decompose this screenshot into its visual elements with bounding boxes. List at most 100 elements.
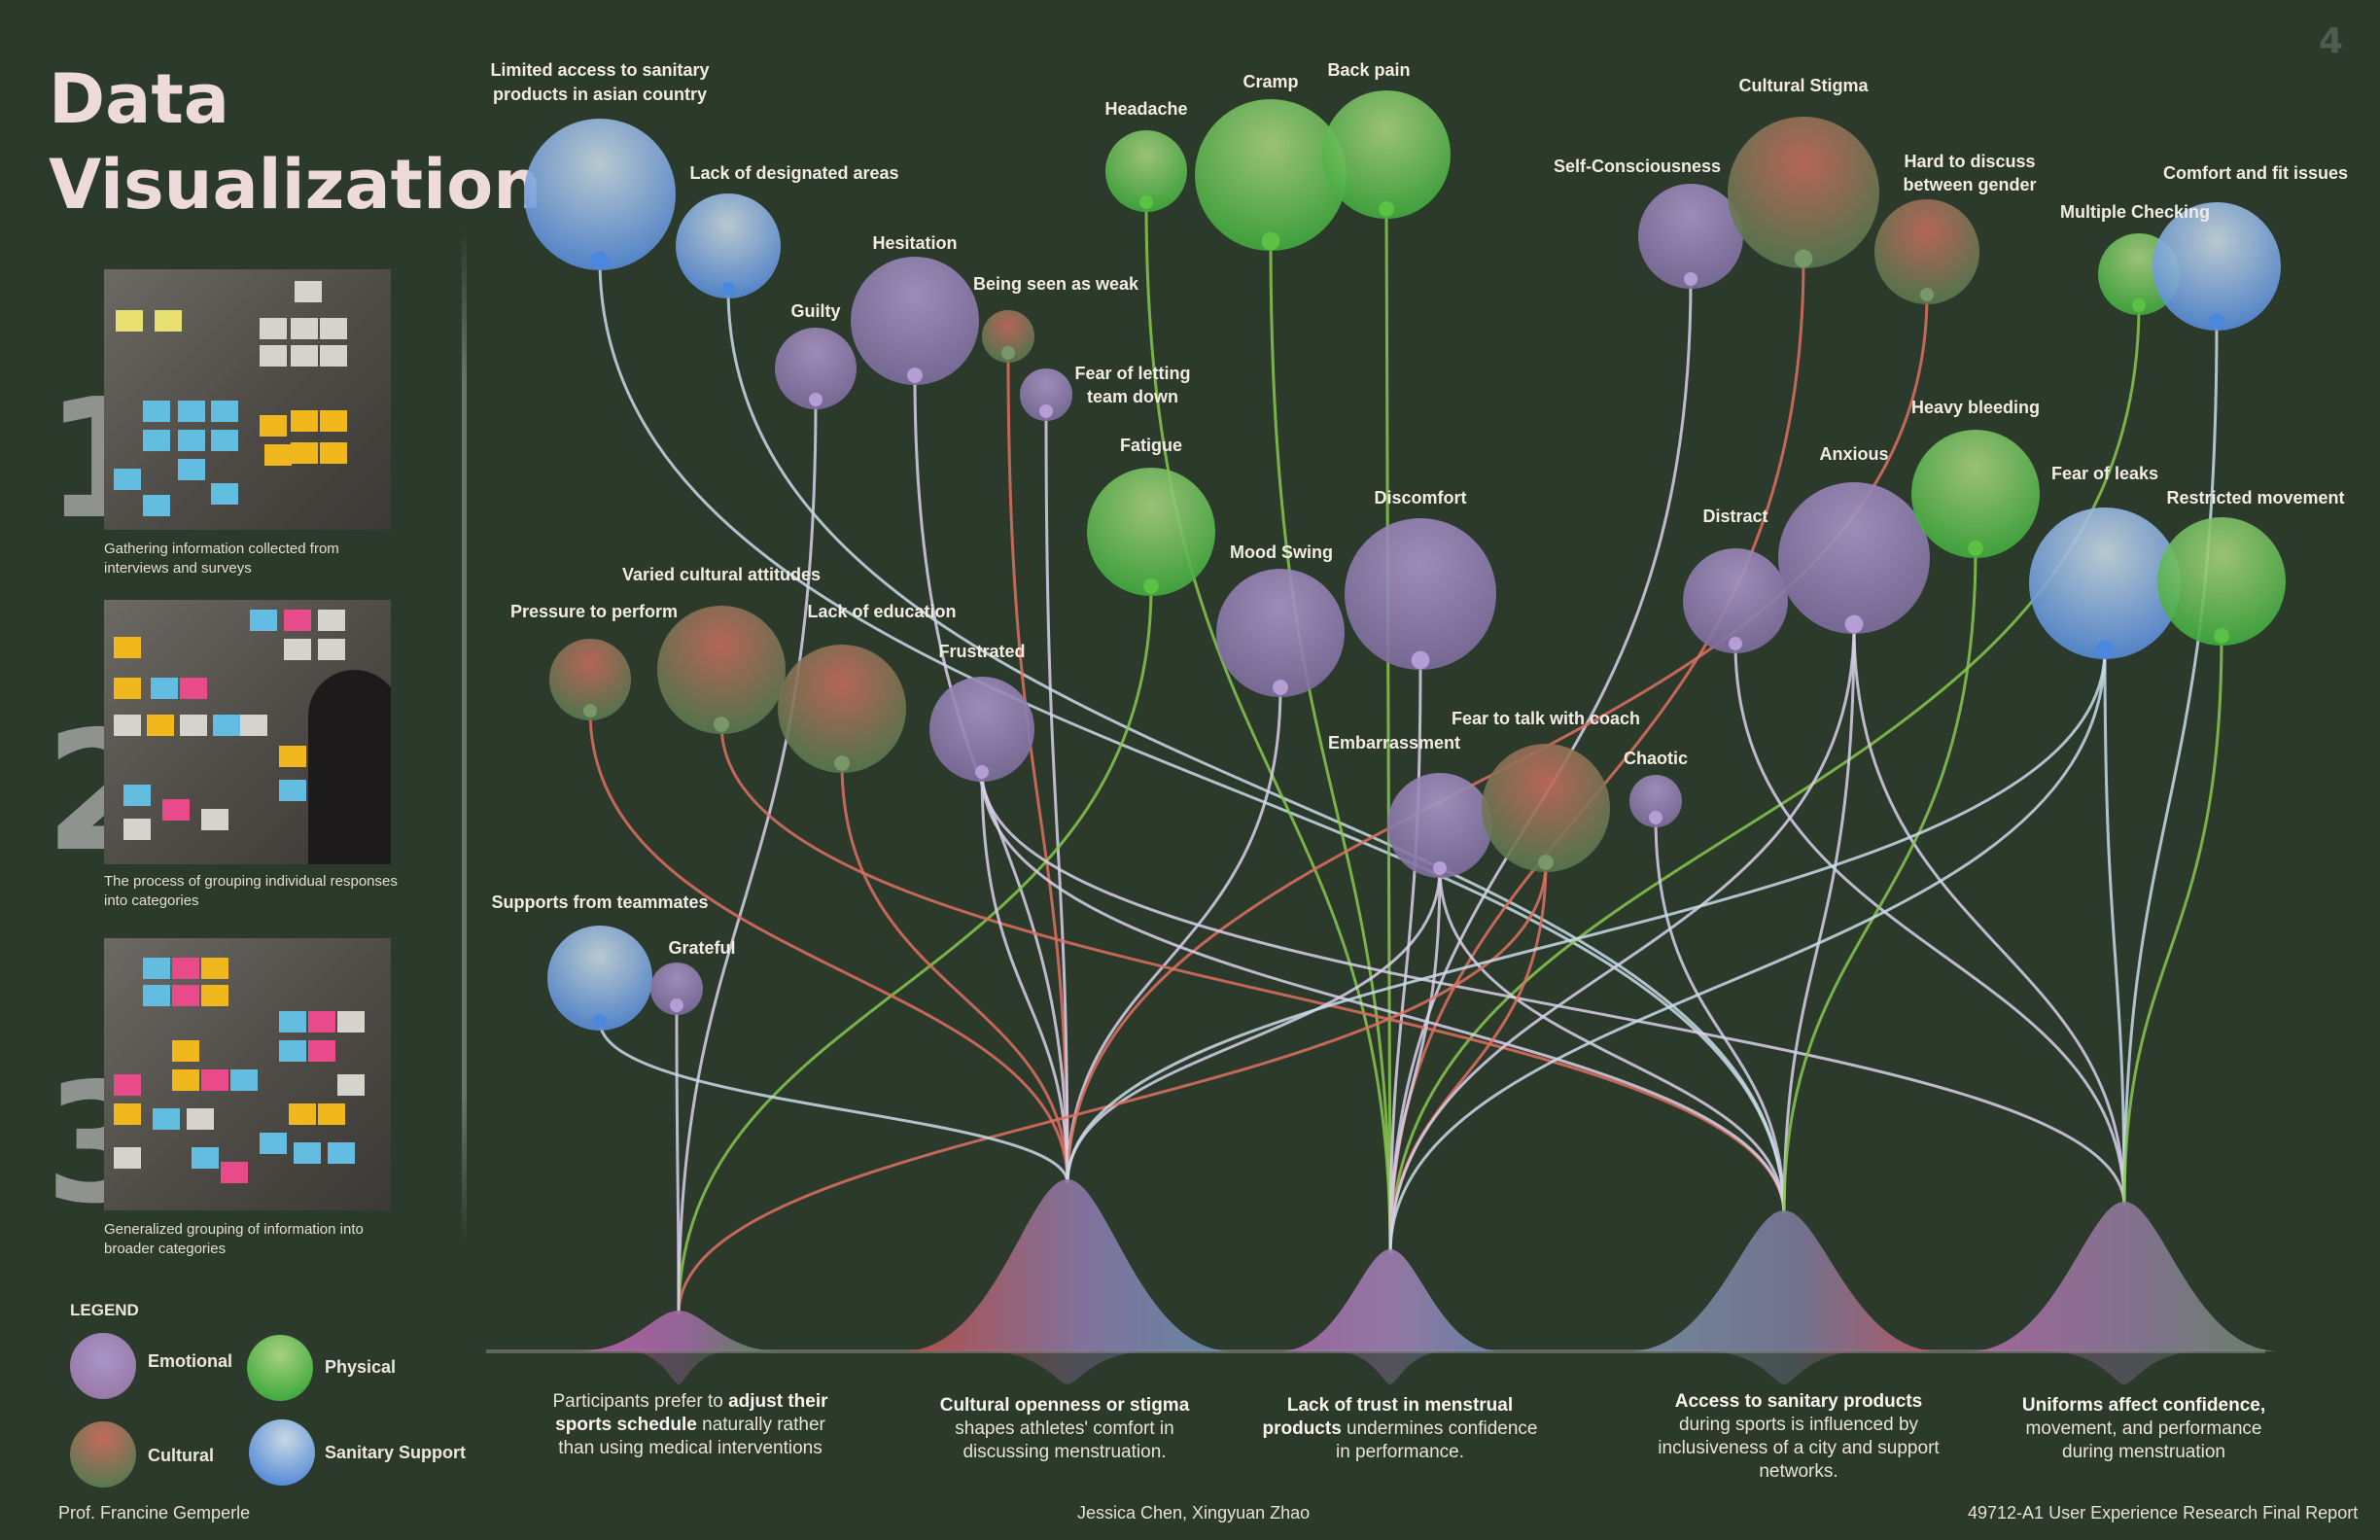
node-label-fear-to-talk-with-coach: Fear to talk with coach xyxy=(1452,709,1640,728)
node-self-consciousness xyxy=(1638,184,1743,289)
link-embarrassment-h4 xyxy=(1438,867,1786,1215)
node-fear-to-talk-with-coach xyxy=(1482,744,1610,872)
link-fear-of-leaks-h2 xyxy=(1066,648,2107,1184)
node-anchor-supports-from-teammates xyxy=(593,1014,607,1028)
node-label-comfort-and-fit-issues: Comfort and fit issues xyxy=(2163,163,2348,183)
step-photo-1 xyxy=(104,269,391,530)
link-fear-of-letting-team-down-h2 xyxy=(1044,410,1069,1184)
link-frustrated-h4 xyxy=(980,771,1786,1215)
node-hesitation xyxy=(851,257,979,385)
node-anchor-frustrated xyxy=(975,765,989,779)
node-label-supports-from-teammates: Supports from teammates xyxy=(491,892,708,912)
node-frustrated xyxy=(929,677,1034,782)
node-label-discomfort: Discomfort xyxy=(1374,488,1466,508)
link-back-pain-h3 xyxy=(1384,208,1392,1254)
step-caption-2-line-2: into categories xyxy=(104,892,199,909)
node-anchor-fear-to-talk-with-coach xyxy=(1538,855,1554,870)
section-divider xyxy=(462,228,467,1244)
node-discomfort xyxy=(1345,518,1496,670)
node-cramp xyxy=(1195,99,1347,251)
hub-label-uniforms: Uniforms affect confidence, movement, an… xyxy=(2021,1395,2266,1462)
node-label-hard-to-discuss-between-gender-2: between gender xyxy=(1903,175,2036,194)
hub-reflection-h5 xyxy=(2047,1351,2202,1384)
node-anchor-back-pain xyxy=(1379,201,1394,217)
node-label-pressure-to-perform: Pressure to perform xyxy=(510,602,678,621)
link-supports-from-teammates-h2 xyxy=(598,1020,1069,1184)
node-label-anxious: Anxious xyxy=(1819,444,1888,464)
node-fear-of-leaks xyxy=(2029,508,2181,659)
link-cultural-stigma-h3 xyxy=(1388,258,1805,1254)
legend-emotional-swatch xyxy=(70,1333,136,1399)
link-embarrassment-h3 xyxy=(1388,867,1442,1254)
legend-sanitary-support-label: Sanitary Support xyxy=(325,1443,467,1462)
node-varied-cultural-attitudes xyxy=(657,606,786,734)
footer-authors: Jessica Chen, Xingyuan Zhao xyxy=(1077,1503,1311,1522)
link-fear-of-leaks-h3 xyxy=(1388,648,2107,1254)
node-label-self-consciousness: Self-Consciousness xyxy=(1554,157,1721,176)
link-embarrassment-h2 xyxy=(1066,867,1442,1184)
node-label-limited-access-to-sanitary-products-in-asian-country-2: products in asian country xyxy=(493,85,707,104)
node-comfort-and-fit-issues xyxy=(2152,202,2281,331)
hubs-layer xyxy=(486,1179,2280,1384)
node-anchor-discomfort xyxy=(1411,650,1430,670)
link-comfort-and-fit-issues-h5 xyxy=(2122,320,2219,1207)
step-photo-3 xyxy=(104,938,391,1210)
step-caption-1-line-1: Gathering information collected from xyxy=(104,541,339,557)
link-lack-of-designated-areas-h4 xyxy=(726,288,1786,1215)
link-mood-swing-h2 xyxy=(1066,686,1282,1184)
node-anchor-being-seen-as-weak xyxy=(1001,346,1015,360)
node-label-fatigue: Fatigue xyxy=(1120,436,1182,455)
node-label-multiple-checking: Multiple Checking xyxy=(2060,202,2210,222)
node-label-cramp: Cramp xyxy=(1242,72,1298,91)
step-caption-2-line-1: The process of grouping individual respo… xyxy=(104,873,398,890)
legend-cultural-label: Cultural xyxy=(148,1446,215,1465)
node-anchor-heavy-bleeding xyxy=(1968,541,1983,556)
hub-mound-h5 xyxy=(1969,1202,2280,1351)
node-label-hard-to-discuss-between-gender-1: Hard to discuss xyxy=(1904,152,2035,171)
node-label-lack-of-education: Lack of education xyxy=(807,602,956,621)
hub-label-schedule: Participants prefer to adjust their spor… xyxy=(552,1391,828,1458)
title-line-2: Visualization xyxy=(49,145,542,225)
legend-emotional-label: Emotional xyxy=(148,1351,233,1371)
node-label-frustrated: Frustrated xyxy=(938,642,1025,661)
link-limited-access-to-sanitary-products-in-asian-country-h4 xyxy=(598,260,1786,1215)
node-label-fear-of-leaks: Fear of leaks xyxy=(2051,464,2158,483)
node-label-cultural-stigma: Cultural Stigma xyxy=(1738,76,1869,95)
node-limited-access-to-sanitary-products-in-asian-country xyxy=(524,119,676,270)
node-anchor-self-consciousness xyxy=(1684,272,1698,286)
link-restricted-movement-h5 xyxy=(2122,635,2223,1207)
link-guilty-h1 xyxy=(677,399,818,1315)
hub-mound-h4 xyxy=(1628,1210,1940,1351)
step-caption-1-line-2: interviews and surveys xyxy=(104,560,252,577)
step-caption-3-line-1: Generalized grouping of information into xyxy=(104,1221,364,1238)
link-distract-h5 xyxy=(1733,643,2126,1207)
link-being-seen-as-weak-h2 xyxy=(1006,352,1069,1184)
node-anchor-anxious xyxy=(1844,614,1864,634)
hub-reflection-h1 xyxy=(627,1351,730,1384)
title-line-1: Data xyxy=(49,59,230,139)
link-grateful-h1 xyxy=(675,1004,681,1315)
node-headache xyxy=(1105,130,1187,212)
node-grateful xyxy=(650,962,703,1015)
link-varied-cultural-attitudes-h4 xyxy=(719,723,1786,1215)
footer-professor: Prof. Francine Gemperle xyxy=(58,1503,251,1522)
legend-title: LEGEND xyxy=(70,1301,139,1319)
hub-mound-h1 xyxy=(577,1311,781,1351)
node-label-heavy-bleeding: Heavy bleeding xyxy=(1911,398,2040,417)
node-anchor-lack-of-designated-areas xyxy=(721,282,735,296)
node-label-hesitation: Hesitation xyxy=(872,233,957,253)
node-anchor-mood-swing xyxy=(1273,680,1288,695)
link-chaotic-h4 xyxy=(1654,817,1786,1215)
node-anchor-limited-access-to-sanitary-products-in-asian-country xyxy=(590,251,610,270)
node-anchor-headache xyxy=(1139,195,1153,209)
hub-reflection-h2 xyxy=(985,1351,1150,1384)
link-frustrated-h5 xyxy=(980,771,2126,1207)
node-anxious xyxy=(1778,482,1930,634)
node-guilty xyxy=(775,328,857,409)
link-fear-of-leaks-h5 xyxy=(2103,648,2126,1207)
node-fatigue xyxy=(1087,468,1215,596)
node-distract xyxy=(1683,548,1788,653)
node-anchor-multiple-checking xyxy=(2132,298,2146,312)
node-label-back-pain: Back pain xyxy=(1327,60,1410,80)
page-title: Data Visualization xyxy=(49,56,542,228)
